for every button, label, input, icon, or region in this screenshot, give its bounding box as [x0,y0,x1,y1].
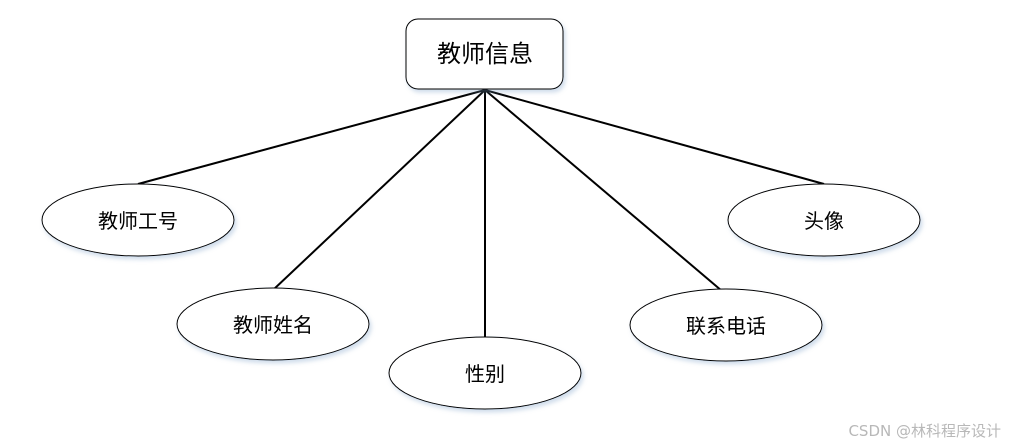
connector-phone [484,89,723,292]
watermark: CSDN @林科程序设计 [848,422,1001,440]
attribute-teacher-id: 教师工号 [41,183,235,257]
attribute-label: 性别 [465,362,505,386]
connector-avatar [484,89,825,185]
attribute-label: 教师姓名 [233,313,313,337]
connector-teacher-name [272,89,486,291]
attribute-ellipse [176,287,370,361]
attribute-avatar: 头像 [727,183,921,257]
attribute-phone: 联系电话 [629,288,823,362]
attribute-ellipse [629,288,823,362]
attribute-ellipse [727,183,921,257]
entity-box [405,18,564,90]
attribute-ellipse [388,336,582,410]
attribute-label: 联系电话 [686,314,766,338]
entity-label: 教师信息 [437,40,533,68]
connector-lines [137,89,825,339]
attribute-teacher-name: 教师姓名 [176,287,370,361]
entity-teacher-info: 教师信息 [405,18,564,90]
attribute-ellipse [41,183,235,257]
attribute-label: 教师工号 [98,209,178,233]
attribute-label: 头像 [804,209,844,233]
connector-teacher-id [137,89,486,185]
attribute-gender: 性别 [388,336,582,410]
